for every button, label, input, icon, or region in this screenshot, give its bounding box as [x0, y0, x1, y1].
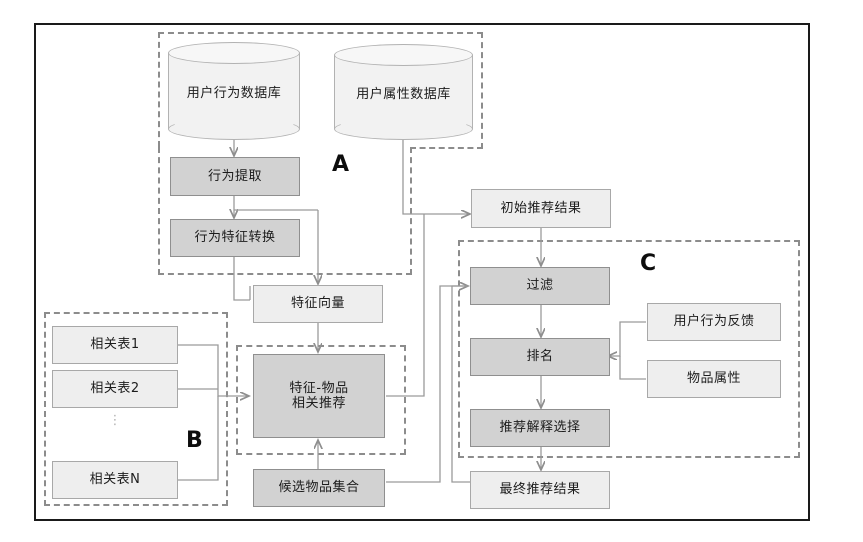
node-label: 过滤 [526, 278, 554, 294]
node-filter[interactable]: 过滤 [470, 267, 610, 305]
node-feature-item-recommend[interactable]: 特征-物品 相关推荐 [253, 354, 385, 438]
node-item-attribute[interactable]: 物品属性 [647, 360, 781, 398]
node-behavior-extraction[interactable]: 行为提取 [170, 157, 300, 196]
datastore-user-attribute-db: 用户属性数据库 [334, 44, 473, 140]
datastore-user-behavior-db: 用户行为数据库 [168, 42, 300, 140]
node-recommend-explanation-select[interactable]: 推荐解释选择 [470, 409, 610, 447]
node-label: 行为提取 [207, 168, 262, 184]
node-user-behavior-feedback[interactable]: 用户行为反馈 [647, 303, 781, 341]
node-label: 相关表2 [90, 381, 140, 397]
cylinder-bottom [168, 118, 300, 140]
group-label-a: A [332, 152, 350, 177]
cylinder-top [168, 42, 300, 64]
node-label: 物品属性 [686, 371, 741, 387]
group-region-a-step [410, 147, 483, 149]
node-relation-table-1[interactable]: 相关表1 [52, 326, 178, 364]
datastore-label: 用户属性数据库 [356, 86, 451, 102]
cylinder-body [168, 53, 300, 129]
group-region-a-right-top [481, 32, 483, 149]
node-feature-vector[interactable]: 特征向量 [253, 285, 383, 323]
node-label-line1: 特征-物品 [289, 380, 349, 396]
group-region-a [158, 32, 483, 147]
node-label: 初始推荐结果 [500, 200, 582, 216]
cylinder-bottom [334, 118, 473, 140]
node-label: 相关表1 [90, 337, 140, 353]
node-behavior-feature-transform[interactable]: 行为特征转换 [170, 219, 300, 257]
group-region-b [44, 312, 228, 506]
node-label: 候选物品集合 [278, 480, 360, 496]
node-label: 推荐解释选择 [499, 420, 581, 436]
node-ranking[interactable]: 排名 [470, 338, 610, 376]
cylinder-top [334, 44, 473, 66]
node-initial-recommend-result[interactable]: 初始推荐结果 [471, 189, 611, 228]
node-label: 最终推荐结果 [499, 482, 581, 498]
node-relation-table-n[interactable]: 相关表N [52, 461, 178, 499]
datastore-label: 用户行为数据库 [186, 85, 282, 101]
node-relation-table-2[interactable]: 相关表2 [52, 370, 178, 408]
cylinder-body [334, 55, 473, 129]
group-label-c: C [640, 251, 657, 276]
node-label: 行为特征转换 [194, 230, 276, 246]
node-label: 用户行为反馈 [673, 314, 755, 330]
node-label: 排名 [526, 349, 554, 365]
node-candidate-item-set[interactable]: 候选物品集合 [253, 469, 385, 507]
group-label-b: B [186, 428, 203, 453]
node-label: 特征向量 [290, 296, 345, 312]
ellipsis-glyph: ⋮ [108, 413, 122, 428]
node-label: 相关表N [89, 472, 141, 488]
node-final-recommend-result[interactable]: 最终推荐结果 [470, 471, 610, 509]
node-label-line2: 相关推荐 [291, 396, 346, 411]
relation-table-ellipsis: ⋮ [52, 413, 178, 428]
